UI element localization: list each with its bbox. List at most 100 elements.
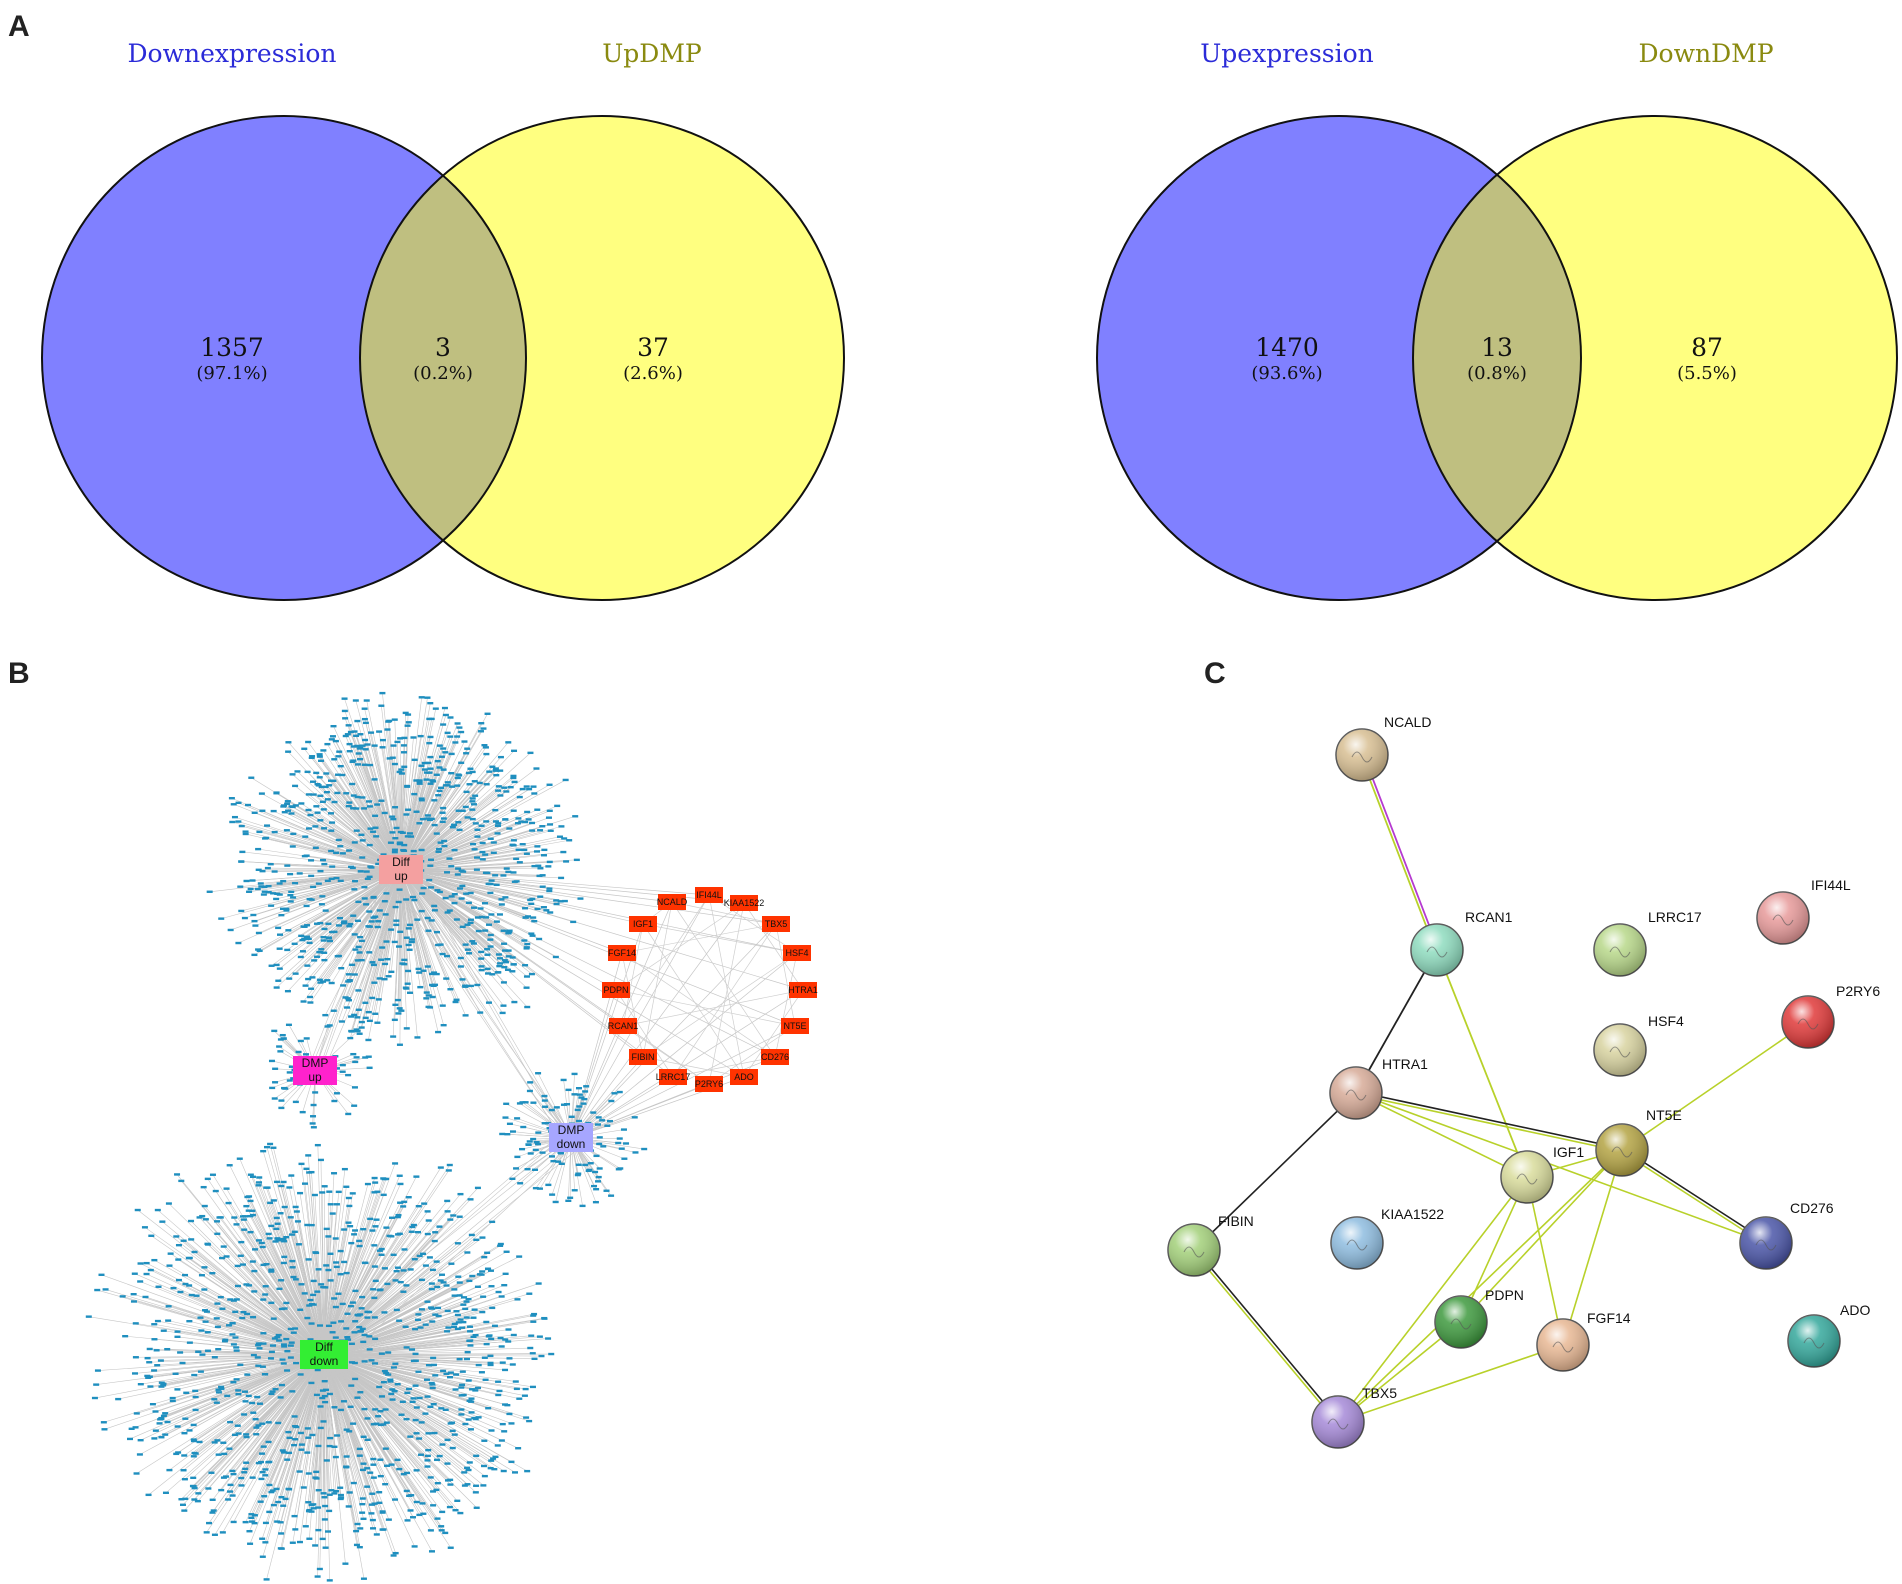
network-leaf-node	[385, 975, 392, 978]
network-leaf-node	[162, 1491, 169, 1495]
venn2-mid-pct: (0.8%)	[1467, 363, 1527, 384]
network-leaf-node	[374, 1190, 381, 1193]
network-leaf-node	[380, 1528, 387, 1531]
network-leaf-node	[426, 1256, 433, 1259]
network-leaf-node	[325, 1268, 332, 1272]
network-leaf-node	[239, 1316, 246, 1320]
venn2-left-title: Upexpression	[1200, 39, 1374, 68]
network-leaf-node	[546, 783, 553, 786]
network-leaf-node	[425, 1363, 432, 1367]
network-edge	[218, 1354, 325, 1455]
network-leaf-node	[509, 970, 516, 973]
network-leaf-node	[403, 1489, 410, 1493]
network-leaf-node	[360, 1577, 367, 1580]
network-leaf-node	[359, 1468, 366, 1472]
network-edge	[288, 742, 402, 871]
network-leaf-node	[632, 1151, 639, 1154]
network-leaf-node	[444, 871, 451, 874]
network-leaf-node	[457, 965, 464, 968]
network-leaf-node	[523, 785, 530, 788]
ppi-edge	[1356, 1090, 1623, 1150]
network-leaf-node	[331, 1172, 338, 1175]
network-leaf-node	[337, 1486, 344, 1489]
network-leaf-node	[312, 1544, 319, 1547]
network-leaf-node	[151, 1338, 158, 1341]
network-leaf-node	[252, 1248, 259, 1251]
network-leaf-node	[433, 972, 440, 976]
network-leaf-node	[355, 900, 362, 904]
network-leaf-node	[288, 1233, 295, 1236]
network-leaf-node	[181, 1454, 188, 1457]
network-leaf-node	[346, 925, 353, 928]
network-leaf-node	[352, 1289, 359, 1293]
gene-node-pdpn: PDPN	[602, 982, 630, 998]
network-leaf-node	[410, 736, 417, 739]
network-leaf-node	[467, 984, 474, 988]
network-leaf-node	[137, 1280, 144, 1283]
network-leaf-node	[302, 1525, 309, 1528]
network-leaf-node	[587, 1162, 594, 1165]
gene-label: IGF1	[633, 919, 653, 929]
network-leaf-node	[456, 1294, 463, 1297]
network-leaf-node	[356, 1454, 363, 1457]
network-leaf-node	[320, 808, 327, 811]
network-leaf-node	[458, 1413, 465, 1416]
network-leaf-node	[394, 998, 401, 1002]
network-leaf-node	[177, 1290, 184, 1294]
network-leaf-node	[372, 1012, 379, 1015]
network-leaf-node	[474, 1186, 481, 1190]
gene-label: NT5E	[783, 1021, 806, 1031]
network-edge	[212, 1354, 325, 1513]
network-leaf-node	[230, 1520, 237, 1524]
ppi-edge	[1337, 1176, 1528, 1423]
network-leaf-node	[247, 1173, 254, 1176]
network-leaf-node	[215, 1388, 222, 1391]
network-leaf-node	[415, 1204, 422, 1208]
ppi-label: NCALD	[1384, 714, 1431, 730]
network-leaf-node	[407, 1268, 414, 1271]
network-leaf-node	[178, 1498, 185, 1501]
network-leaf-node	[535, 1282, 542, 1285]
network-leaf-node	[378, 1253, 385, 1256]
network-leaf-node	[330, 1009, 337, 1012]
network-leaf-node	[499, 1132, 506, 1136]
network-leaf-node	[252, 924, 259, 927]
network-leaf-node	[307, 1338, 314, 1341]
network-leaf-node	[250, 1411, 257, 1414]
network-edge	[323, 1354, 492, 1461]
network-leaf-node	[470, 942, 477, 945]
network-leaf-node	[429, 779, 436, 782]
network-leaf-node	[308, 1170, 315, 1174]
network-leaf-node	[530, 785, 537, 788]
network-leaf-node	[470, 1316, 477, 1319]
network-leaf-node	[480, 1295, 487, 1298]
network-leaf-node	[153, 1349, 160, 1352]
network-leaf-node	[297, 1308, 304, 1311]
network-leaf-node	[577, 897, 584, 900]
network-leaf-node	[376, 1501, 383, 1505]
network-edge	[323, 1354, 428, 1461]
network-edge	[144, 1227, 325, 1356]
network-edge	[323, 1354, 374, 1465]
network-leaf-node	[560, 850, 567, 854]
network-leaf-node	[286, 977, 293, 980]
network-leaf-node	[253, 1426, 260, 1429]
network-leaf-node	[444, 1199, 451, 1203]
network-leaf-node	[249, 1175, 256, 1179]
network-leaf-node	[335, 755, 342, 758]
network-leaf-node	[502, 1403, 509, 1406]
network-leaf-node	[356, 1032, 363, 1035]
network-leaf-node	[302, 1182, 309, 1185]
network-leaf-node	[419, 817, 426, 821]
network-leaf-node	[500, 1004, 507, 1007]
network-leaf-node	[445, 1326, 452, 1329]
network-leaf-node	[401, 958, 408, 962]
network-leaf-node	[350, 807, 357, 810]
network-leaf-node	[378, 1247, 385, 1251]
network-leaf-node	[453, 1310, 460, 1313]
network-leaf-node	[284, 1349, 291, 1353]
network-leaf-node	[169, 1399, 176, 1403]
network-leaf-node	[268, 1301, 275, 1305]
network-leaf-node	[511, 780, 518, 784]
network-leaf-node	[357, 1527, 364, 1530]
